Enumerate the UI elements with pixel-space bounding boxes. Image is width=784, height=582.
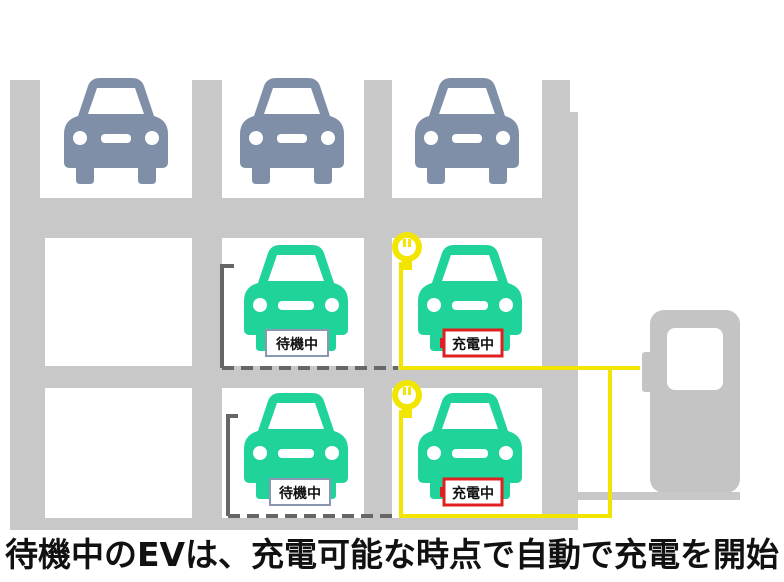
ev-car-icon (418, 245, 522, 351)
waiting-line (220, 264, 398, 518)
status-badge-charging: 充電中 (440, 328, 504, 358)
status-badge-waiting: 待機中 (269, 478, 331, 506)
badge-label: 充電中 (452, 485, 494, 502)
ev-car-icon (418, 393, 522, 499)
car-icon (415, 78, 519, 184)
caption: 待機中のEVは、充電可能な時点で自動で充電を開始 (4, 535, 780, 574)
ev-car-icon (244, 393, 348, 499)
ev-car-icon (244, 245, 348, 351)
bay-bot-1 (45, 388, 192, 518)
parking-diagram: 待機中 充電中 待機中 充電中 (10, 78, 740, 530)
charging-line (399, 262, 640, 518)
bay-mid-1 (45, 238, 192, 366)
parked-cars (64, 78, 519, 184)
plug-icon (392, 232, 422, 270)
charger-station-icon (575, 310, 740, 500)
ev-cars (244, 245, 522, 499)
badge-label: 待機中 (279, 485, 321, 502)
plug-icon (392, 380, 422, 418)
status-badge-waiting: 待機中 (265, 329, 329, 357)
status-badge-charging: 充電中 (440, 477, 504, 507)
structure-right-edge (570, 112, 578, 530)
car-icon (64, 78, 168, 184)
badge-label: 充電中 (452, 336, 494, 353)
badge-label: 待機中 (276, 336, 318, 353)
car-icon (240, 78, 344, 184)
